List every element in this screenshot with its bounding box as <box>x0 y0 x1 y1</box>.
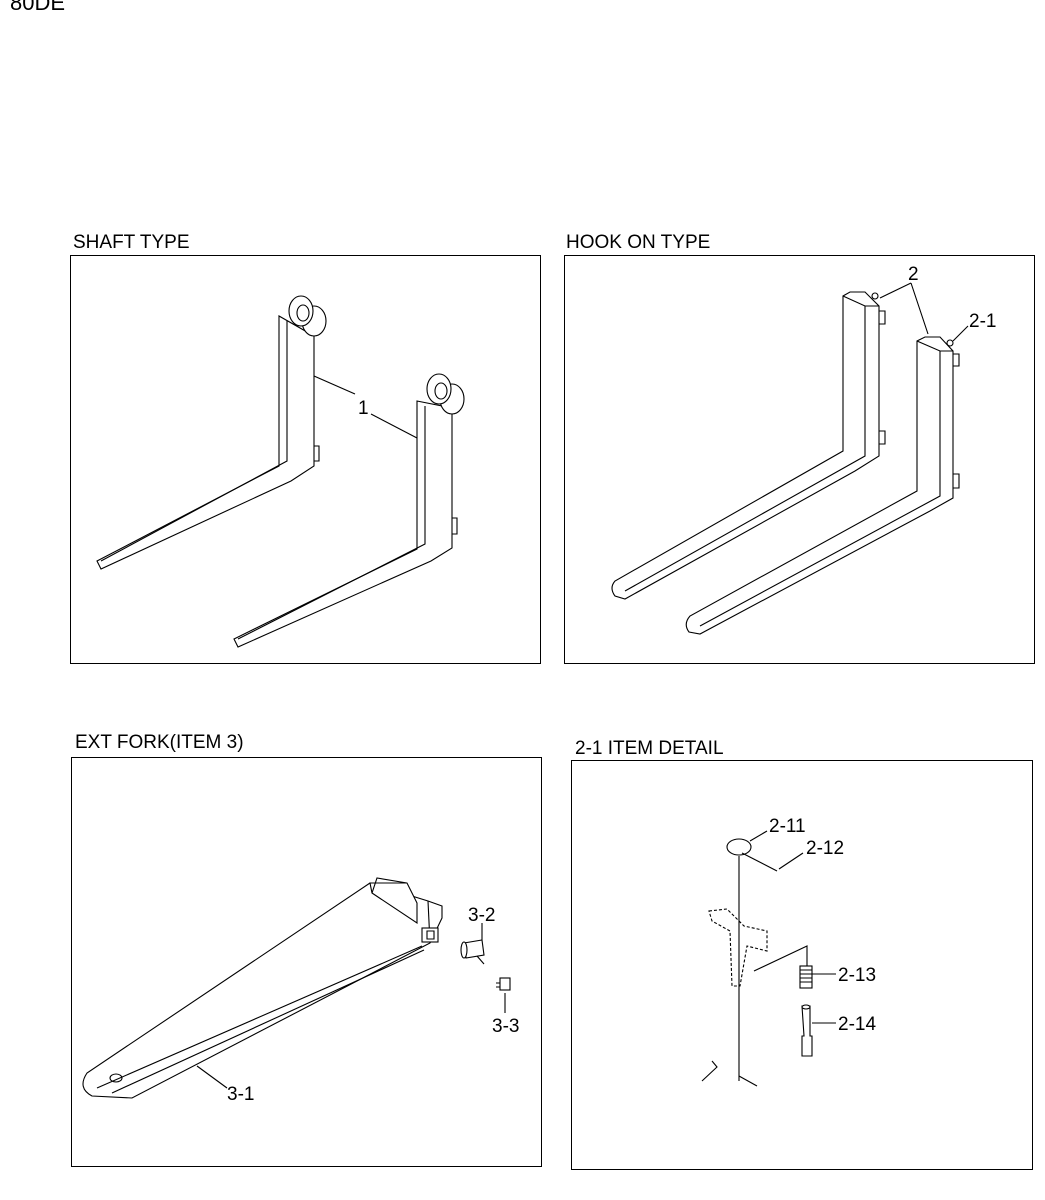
detail-cap <box>726 838 778 872</box>
callout-1: 1 <box>358 398 369 419</box>
ext-fork-drawing: 3-2 3-3 3-1 <box>82 877 519 1105</box>
detail-plunger <box>801 1004 813 1057</box>
hook-on-type-title: HOOK ON TYPE <box>566 232 711 253</box>
callout-2-12-leader <box>778 852 804 870</box>
callout-3-3: 3-3 <box>492 1016 519 1037</box>
detail-bracket <box>708 908 768 987</box>
shaft-fork-back <box>96 295 327 570</box>
callout-3-1: 3-1 <box>227 1084 254 1105</box>
ext-fork-body <box>82 877 443 1099</box>
shaft-type-title: SHAFT TYPE <box>73 232 190 253</box>
callout-3-1-leader <box>196 1065 228 1089</box>
callout-2-11-leader <box>749 830 768 842</box>
ext-fork-panel: 3-2 3-3 3-1 <box>71 757 542 1167</box>
shaft-type-drawing: 1 <box>96 295 465 648</box>
callout-2-14: 2-14 <box>838 1014 876 1035</box>
ext-fork-pin <box>460 939 485 965</box>
ext-fork-bolt <box>496 977 511 991</box>
callout-2: 2 <box>908 264 919 285</box>
detail-base-line <box>738 1075 758 1087</box>
item-detail-title: 2-1 ITEM DETAIL <box>575 738 724 759</box>
callout-2-leader-a <box>879 282 912 299</box>
callout-3-2: 3-2 <box>468 905 495 926</box>
callout-1-leader-a <box>313 375 356 395</box>
callout-1-leader-b <box>370 413 418 439</box>
ext-fork-title: EXT FORK(ITEM 3) <box>75 732 244 753</box>
detail-plate-edge <box>753 945 808 972</box>
item-detail-panel: 2-11 2-12 2-13 2-14 <box>571 760 1033 1170</box>
page-code: 80DE <box>10 0 66 15</box>
callout-2-1-leader <box>952 325 969 342</box>
detail-break-line <box>701 1060 718 1082</box>
shaft-type-panel: 1 <box>70 255 541 664</box>
detail-spring <box>799 965 813 989</box>
item-detail-drawing: 2-11 2-12 2-13 2-14 <box>701 816 876 1087</box>
shaft-fork-front <box>233 373 465 648</box>
callout-2-leader-b <box>910 282 929 335</box>
hook-on-type-drawing: 2 2-1 <box>611 264 996 635</box>
callout-2-1: 2-1 <box>969 311 996 332</box>
callout-2-12: 2-12 <box>806 838 844 859</box>
callout-2-11: 2-11 <box>769 816 806 837</box>
hook-on-type-panel: 2 2-1 <box>564 255 1035 664</box>
hook-fork-front <box>685 336 960 635</box>
hook-fork-back <box>611 291 886 600</box>
callout-2-13: 2-13 <box>838 965 876 986</box>
